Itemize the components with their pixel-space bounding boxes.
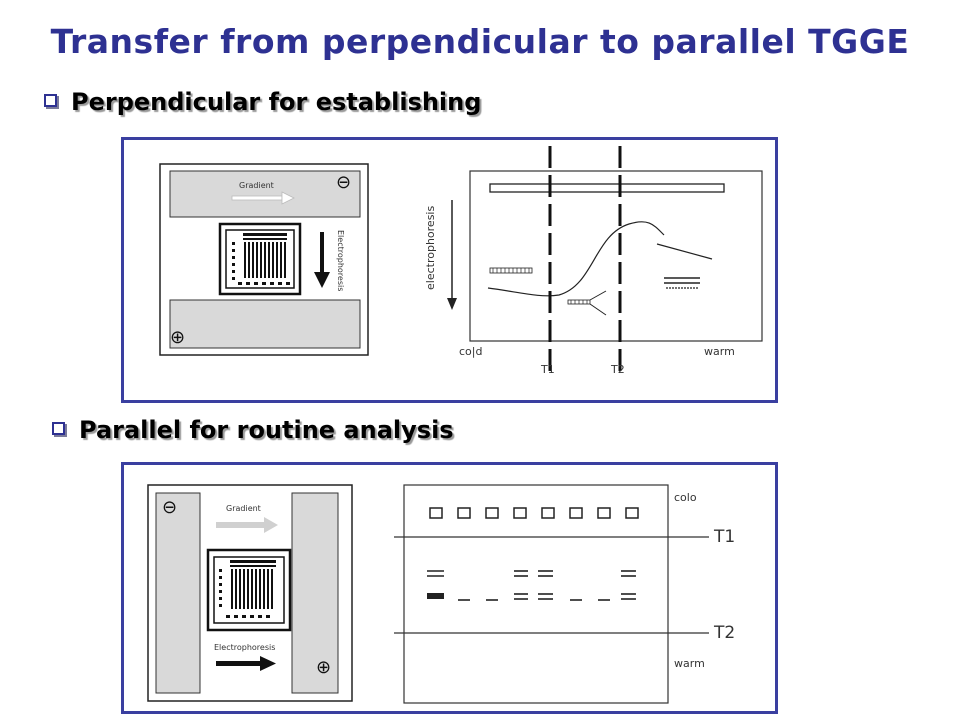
- perp-t2-label: T2: [610, 363, 625, 376]
- par-bands: [427, 570, 636, 601]
- perp-sample-slot: [489, 183, 725, 193]
- bullet-parallel-text: Parallel for routine analysis: [79, 416, 454, 444]
- parallel-diagram-panel: ⊖ ⊕ Gradient: [121, 462, 778, 714]
- par-gradient-label: Gradient: [226, 504, 261, 513]
- perp-gel-icon: [218, 222, 302, 296]
- perp-top-buffer: [169, 170, 361, 218]
- perp-t1-label: T1: [540, 363, 555, 376]
- perp-dna-partially-melted-icon: [567, 290, 607, 316]
- par-right-buffer: [291, 492, 339, 694]
- perp-dna-melted-strands-icon: [664, 277, 700, 289]
- perp-gel-result-frame: [469, 170, 763, 342]
- par-t2-label: T2: [713, 623, 735, 643]
- perp-gradient-label: Gradient: [239, 181, 274, 190]
- perp-dna-double-strand-icon: [489, 267, 533, 274]
- perpendicular-diagram: Gradient ⊖ ⊕: [159, 146, 763, 378]
- perp-bottom-buffer: [169, 299, 361, 349]
- par-warm-label: warm: [674, 657, 705, 670]
- perp-gradient-arrow-icon: [231, 191, 295, 205]
- perp-electrophoresis-arrow-icon: [314, 232, 330, 288]
- par-cold-label: colo: [674, 491, 697, 504]
- par-minus-icon: ⊖: [162, 497, 177, 518]
- perp-electrophoresis-label: Electrophoresis: [336, 230, 345, 291]
- perp-melting-curve: [487, 221, 713, 297]
- bullet-square-icon: [44, 93, 57, 107]
- bullet-square-icon: [52, 421, 65, 435]
- bullet-perpendicular: Perpendicular for establishing: [44, 88, 481, 116]
- par-left-buffer: [155, 492, 201, 694]
- perpendicular-diagram-panel: Gradient ⊖ ⊕: [121, 137, 778, 403]
- perp-plus-icon: ⊕: [170, 327, 185, 348]
- perp-axis-arrow-icon: [447, 200, 457, 310]
- par-t1-label: T1: [713, 527, 735, 547]
- par-electrophoresis-arrow-icon: [216, 656, 276, 671]
- perp-cold-label: co|d: [459, 345, 482, 358]
- par-thick-band: [427, 593, 444, 599]
- perp-axis-label: electrophoresis: [424, 206, 437, 290]
- slide-title: Transfer from perpendicular to parallel …: [50, 22, 910, 61]
- par-sample-wells: [429, 507, 639, 519]
- parallel-diagram: ⊖ ⊕ Gradient: [147, 484, 735, 704]
- par-gel-icon: [206, 548, 292, 632]
- bullet-parallel: Parallel for routine analysis: [52, 416, 454, 444]
- par-plus-icon: ⊕: [316, 657, 331, 678]
- par-electrophoresis-label: Electrophoresis: [214, 643, 275, 652]
- bullet-perpendicular-text: Perpendicular for establishing: [71, 88, 482, 116]
- perp-minus-icon: ⊖: [336, 172, 351, 193]
- perp-warm-label: warm: [704, 345, 735, 358]
- par-gradient-arrow-icon: [216, 517, 278, 533]
